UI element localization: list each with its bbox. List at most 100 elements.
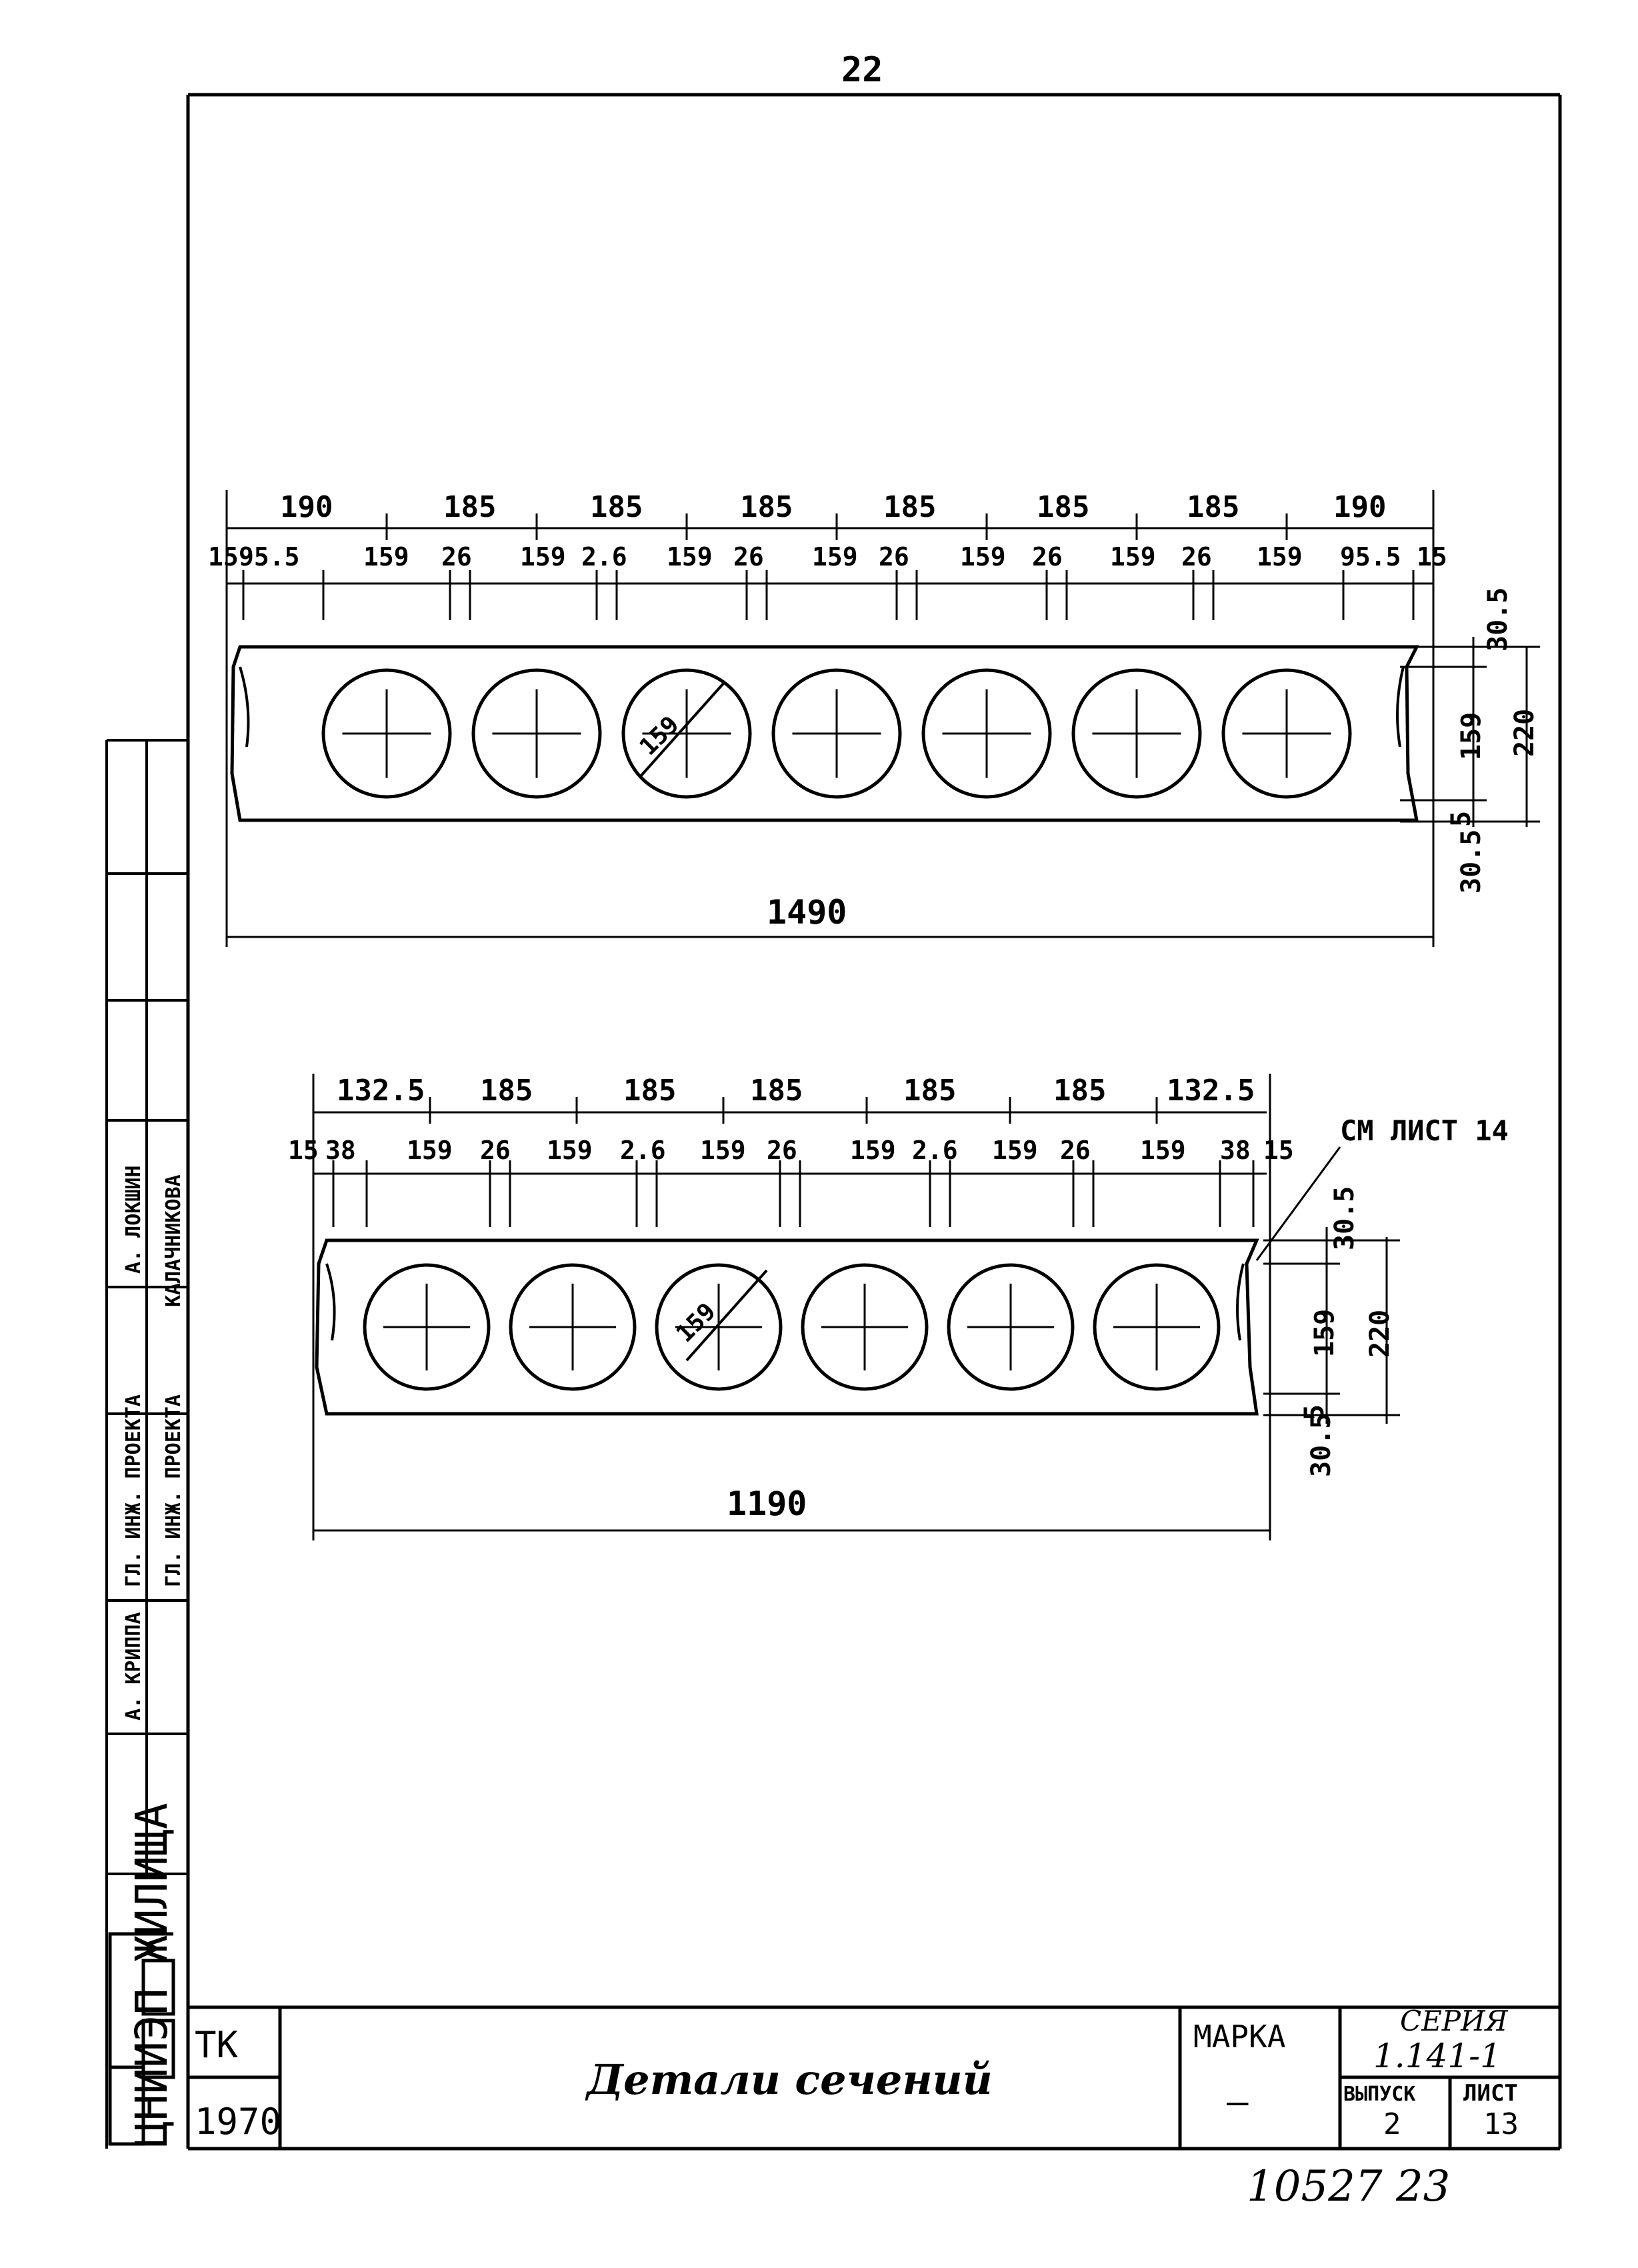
a-top-dim: 185 [1187,490,1239,524]
footer-numbers: 10527 23 [1247,2162,1450,2211]
a-sub-dim: 26 [733,542,764,572]
a-right-dim: 30.5 [1456,830,1487,894]
seria-value: 1.141-1 [1373,2037,1501,2075]
strip-name: КАЛАЧНИКОВА [162,1174,185,1307]
b-top-dim: 132.5 [337,1074,425,1108]
a-sub-dim: 26 [441,542,472,572]
title-code: ТК [195,2024,239,2066]
strip-org-name: ЦНИИЭП ЖИЛИЩА [126,1803,177,2147]
b-sub-dim: 159 [1140,1136,1186,1165]
b-sub-dim: 26 [767,1136,797,1165]
b-sub-dim: 26 [1060,1136,1091,1165]
a-slab-outline [230,645,1420,822]
b-right-dim: 220 [1365,1310,1395,1358]
a-hole [771,668,902,799]
b-sub-dim: 15 [288,1136,319,1165]
strip-name: А. КРИППА [122,1612,145,1721]
a-right-dim: 220 [1509,709,1540,757]
b-sub-dim: 2.6 [620,1136,666,1165]
b-top-dim: 185 [1053,1074,1106,1108]
b-top-dim: 185 [903,1074,956,1108]
a-sub-dim: 15 [1417,542,1447,572]
a-top-dim: 185 [443,490,496,524]
drawing-title: Детали сечений [585,2055,993,2104]
strip-name: ГЛ. ИНЖ. ПРОЕКТА [162,1394,185,1587]
a-top-dim: 185 [590,490,643,524]
b-slab-outline [315,1238,1259,1416]
a-sub-dim: 15 [208,542,239,572]
b-overall-length: 1190 [727,1484,807,1523]
b-sub-dim: 159 [700,1136,746,1165]
a-top-dim: 185 [1037,490,1089,524]
section-b: 132.5 185 185 185 185 185 132.5 15 38 15… [288,1074,1509,1540]
a-sub-dim: 159 [960,542,1006,572]
marka-label: МАРКА [1193,2019,1285,2055]
b-top-dim: 132.5 [1167,1074,1255,1108]
b-reference-note: СМ ЛИСТ 14 [1340,1114,1509,1147]
page-number: 22 [841,50,883,90]
a-sub-dim: 95.5 [1340,542,1401,572]
list-label: ЛИСТ [1463,2080,1518,2107]
b-hole [801,1263,929,1391]
a-right-dim: 159 [1456,712,1487,760]
b-sub-dim: 159 [992,1136,1038,1165]
section-a: 190 185 185 185 185 185 185 190 15 95.5 … [208,490,1540,947]
a-top-dim: 190 [280,490,333,524]
b-hole [509,1263,637,1391]
b-right-dim: 30.5 [1329,1186,1360,1250]
a-sub-dim: 159 [812,542,858,572]
a-hole [921,668,1052,799]
b-sub-dim: 159 [407,1136,453,1165]
b-hole [947,1263,1075,1391]
a-top-dim: 190 [1333,490,1386,524]
b-right-dim: 159 [1309,1309,1340,1357]
a-sub-dim: 26 [879,542,909,572]
a-hole [621,668,752,799]
a-hole [321,668,452,799]
marka-value: — [1227,2081,1249,2123]
seria-label: СЕРИЯ [1400,2005,1509,2037]
sheet-frame [186,93,1562,2151]
a-right-dim: 5 [1446,811,1477,827]
a-top-dim: 185 [740,490,793,524]
b-right-dim: 30.5 [1306,1413,1337,1477]
list-value: 13 [1483,2107,1519,2141]
institute-logo [108,1932,175,2146]
a-sub-dim: 159 [520,542,566,572]
a-sub-dim: 2.6 [581,542,627,572]
a-sub-dim: 26 [1181,542,1212,572]
b-right-dim: 5 [1299,1404,1330,1420]
title-year: 1970 [195,2101,281,2143]
b-hole [1093,1263,1221,1391]
b-sub-dim: 159 [850,1136,896,1165]
b-sub-dim: 38 [325,1136,356,1165]
a-sub-dim: 26 [1032,542,1063,572]
b-sub-dim: 159 [547,1136,593,1165]
a-diameter-label: 159 [635,711,685,761]
vypusk-value: 2 [1383,2107,1401,2141]
a-sub-dim: 159 [1257,542,1303,572]
b-sub-dim: 2.6 [912,1136,958,1165]
strip-name: ГЛ. ИНЖ. ПРОЕКТА [122,1394,145,1587]
a-sub-dim: 159 [1110,542,1156,572]
a-top-dim: 185 [883,490,936,524]
a-right-dim: 30.5 [1483,588,1513,652]
title-block: ТК 1970 Детали сечений МАРКА — СЕРИЯ 1.1… [188,2005,1560,2149]
a-sub-dim: 159 [363,542,409,572]
a-hole [1221,668,1352,799]
b-hole [363,1263,491,1391]
a-sub-dim: 95.5 [239,542,300,572]
a-sub-dim: 159 [667,542,713,572]
strip-name: А. ЛОКШИН [122,1165,145,1274]
vypusk-label: ВЫПУСК [1343,2083,1415,2106]
b-sub-dim: 38 [1220,1136,1251,1165]
b-top-dim: 185 [623,1074,676,1108]
a-overall-length: 1490 [767,893,847,932]
a-hole [1071,668,1202,799]
b-hole [655,1263,783,1391]
b-sub-dim: 15 [1263,1136,1294,1165]
b-top-dim: 185 [480,1074,533,1108]
b-diameter-label: 159 [671,1298,721,1348]
b-sub-dim: 26 [480,1136,511,1165]
